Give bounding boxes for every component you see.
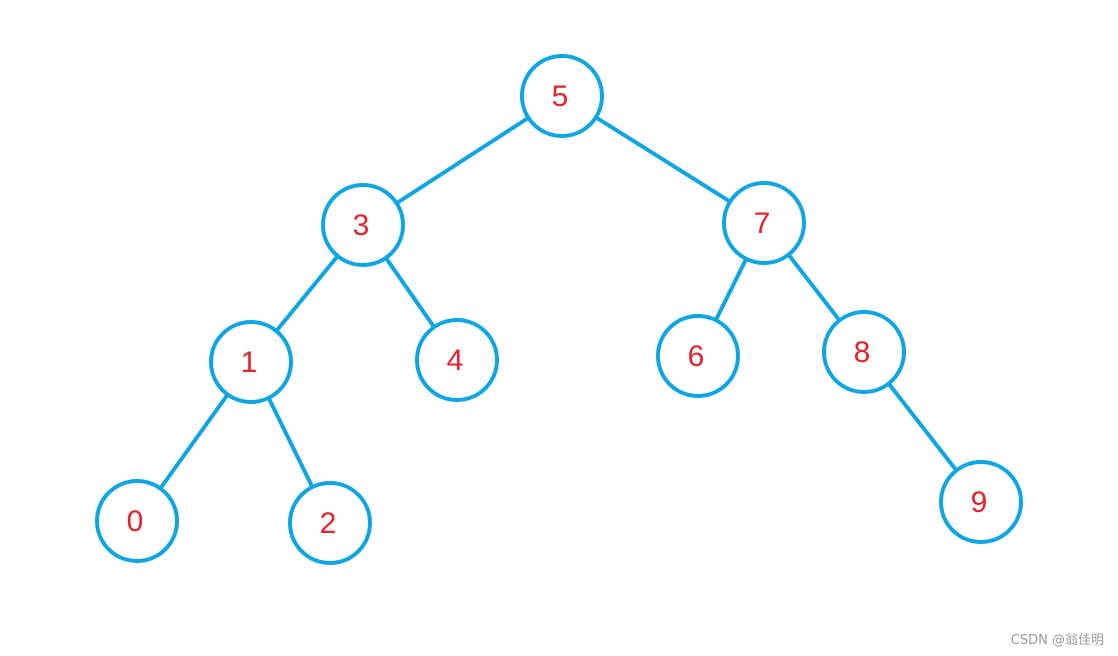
edge-5-3 bbox=[394, 115, 531, 206]
tree-node-1: 1 bbox=[209, 320, 293, 404]
edge-7-6 bbox=[713, 256, 749, 323]
edge-3-1 bbox=[274, 253, 340, 334]
tree-node-3: 3 bbox=[321, 183, 405, 267]
edge-1-2 bbox=[266, 395, 315, 490]
node-label-3: 3 bbox=[353, 209, 370, 242]
tree-node-9: 9 bbox=[939, 460, 1023, 544]
edge-7-8 bbox=[786, 252, 842, 323]
tree-node-8: 8 bbox=[822, 310, 906, 394]
node-label-2: 2 bbox=[320, 507, 337, 540]
tree-node-6: 6 bbox=[656, 314, 740, 398]
node-label-9: 9 bbox=[971, 486, 988, 519]
edge-5-7 bbox=[593, 115, 733, 204]
node-circle-9 bbox=[939, 460, 1023, 544]
node-label-6: 6 bbox=[688, 340, 705, 373]
node-label-4: 4 bbox=[447, 344, 464, 377]
node-circle-3 bbox=[321, 183, 405, 267]
edge-3-4 bbox=[383, 255, 437, 330]
edge-8-9 bbox=[886, 381, 959, 473]
node-circle-0 bbox=[95, 479, 179, 563]
edge-1-0 bbox=[158, 392, 230, 491]
edges-layer bbox=[158, 115, 959, 491]
tree-node-4: 4 bbox=[415, 318, 499, 402]
node-circle-2 bbox=[288, 481, 372, 565]
node-circle-8 bbox=[822, 310, 906, 394]
node-label-0: 0 bbox=[127, 505, 144, 538]
node-circle-5 bbox=[520, 54, 604, 138]
node-circle-1 bbox=[209, 320, 293, 404]
node-circle-6 bbox=[656, 314, 740, 398]
nodes-layer: 5 3 7 1 4 6 8 0 2 9 bbox=[95, 54, 1023, 565]
node-label-7: 7 bbox=[754, 207, 771, 240]
node-label-1: 1 bbox=[241, 346, 258, 379]
tree-node-5: 5 bbox=[520, 54, 604, 138]
tree-node-0: 0 bbox=[95, 479, 179, 563]
node-label-8: 8 bbox=[854, 336, 871, 369]
node-circle-7 bbox=[722, 181, 806, 265]
tree-node-7: 7 bbox=[722, 181, 806, 265]
node-label-5: 5 bbox=[552, 80, 569, 113]
watermark: CSDN @翁佳明 bbox=[1010, 633, 1104, 648]
tree-node-2: 2 bbox=[288, 481, 372, 565]
node-circle-4 bbox=[415, 318, 499, 402]
